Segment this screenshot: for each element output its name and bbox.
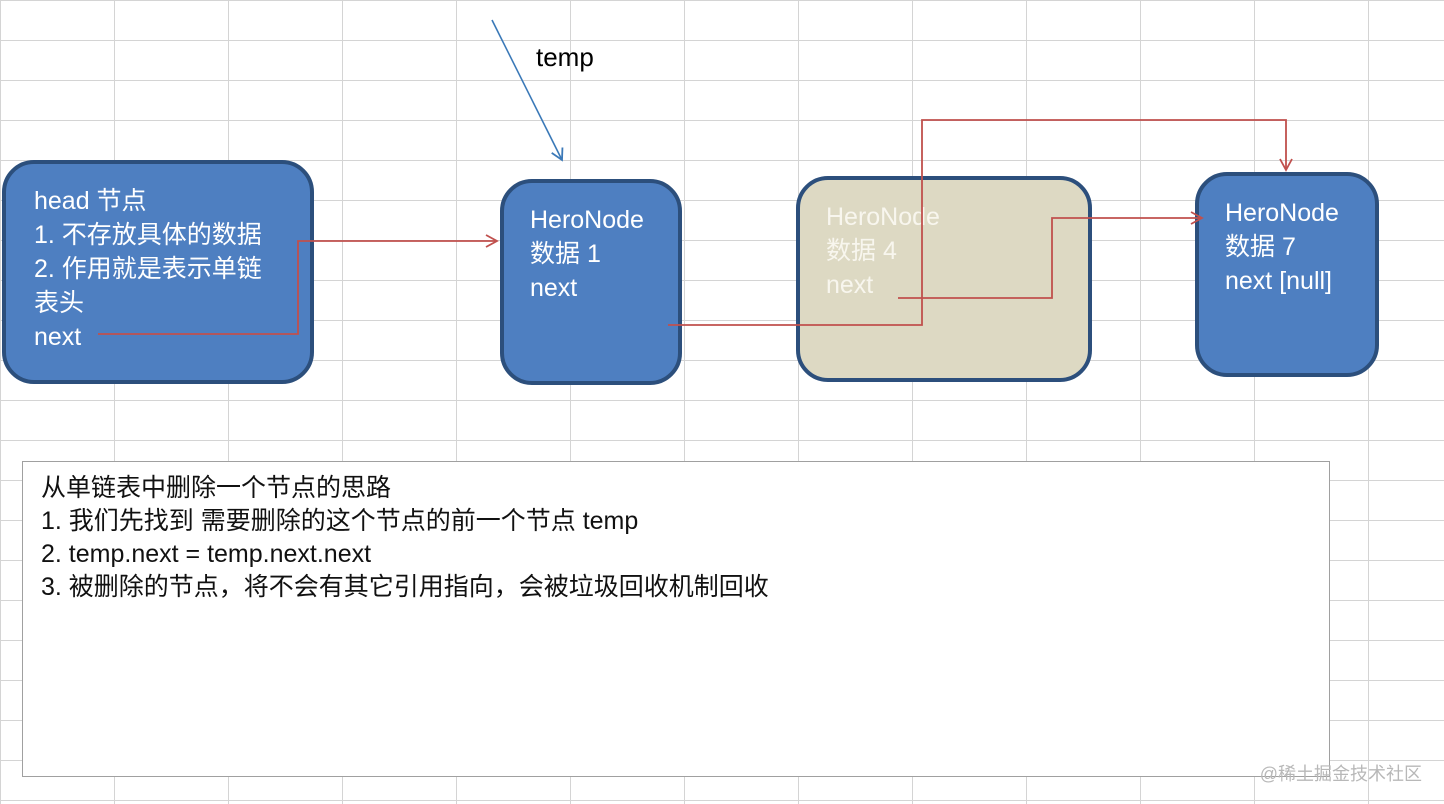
hero-node-7: HeroNode 数据 7 next [null]: [1195, 172, 1379, 377]
hero-node-1: HeroNode 数据 1 next: [500, 179, 682, 385]
deletion-notes-box: 从单链表中删除一个节点的思路 1. 我们先找到 需要删除的这个节点的前一个节点 …: [22, 461, 1330, 777]
hero-node-4-deleted: HeroNode 数据 4 next: [796, 176, 1092, 382]
head-node-note-3: 表头: [34, 289, 85, 317]
hero-node-1-type: HeroNode: [530, 206, 644, 234]
hero-node-1-next: next: [530, 274, 578, 302]
temp-pointer-label: temp: [536, 42, 594, 72]
head-node-title: head 节点: [34, 187, 147, 215]
hero-node-7-type: HeroNode: [1225, 199, 1339, 227]
hero-node-4-next: next: [826, 271, 874, 299]
notes-step-1: 1. 我们先找到 需要删除的这个节点的前一个节点 temp: [41, 507, 639, 535]
temp-pointer-arrow: [491, 19, 564, 162]
notes-step-3: 3. 被删除的节点，将不会有其它引用指向，会被垃圾回收机制回收: [41, 573, 769, 601]
head-node-note-1: 1. 不存放具体的数据: [34, 221, 262, 249]
hero-node-4-data: 数据 4: [826, 237, 897, 265]
notes-title: 从单链表中删除一个节点的思路: [41, 474, 392, 502]
hero-node-4-type: HeroNode: [826, 203, 940, 231]
hero-node-1-data: 数据 1: [530, 240, 601, 268]
watermark: @稀土掘金技术社区: [1259, 764, 1422, 784]
hero-node-7-next: next [null]: [1225, 267, 1333, 295]
head-node: head 节点 1. 不存放具体的数据 2. 作用就是表示单链 表头 next: [2, 160, 314, 384]
hero-node-7-data: 数据 7: [1225, 233, 1296, 261]
head-node-note-2: 2. 作用就是表示单链: [34, 255, 262, 283]
notes-step-2: 2. temp.next = temp.next.next: [41, 540, 372, 568]
head-node-next: next: [34, 323, 82, 351]
